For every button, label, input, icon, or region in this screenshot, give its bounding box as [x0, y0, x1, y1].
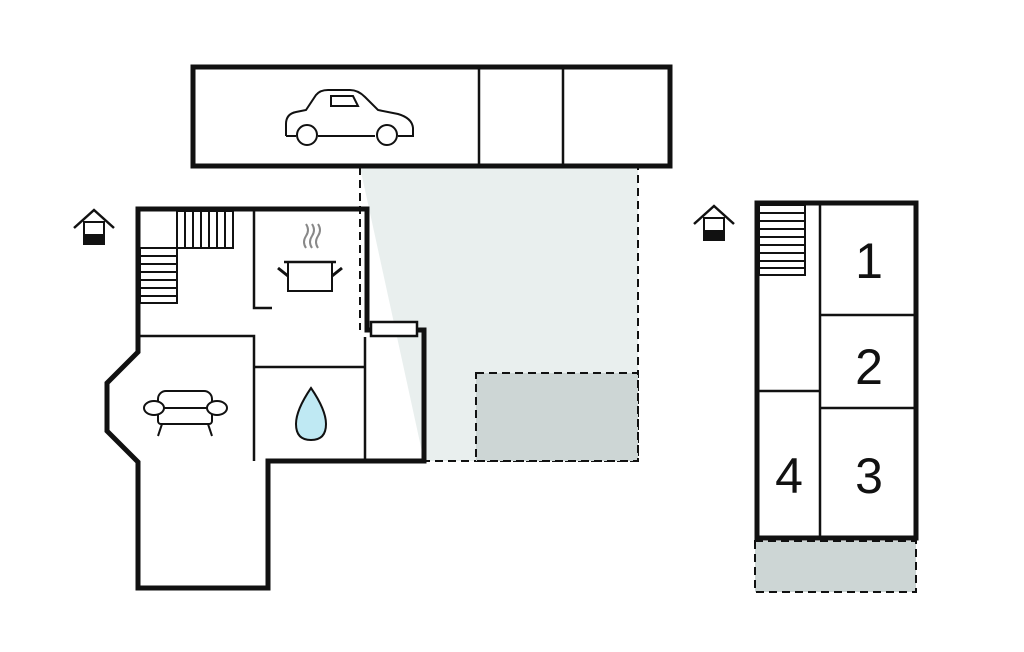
upper-floor — [754, 200, 919, 593]
car-icon — [285, 89, 414, 146]
house-entrance-icon — [693, 204, 735, 241]
room-label-4: 4 — [775, 448, 803, 504]
cooking-pot-icon — [277, 223, 343, 292]
outdoor-area-terrace — [475, 372, 639, 462]
room-label-3: 3 — [855, 448, 883, 504]
house-entrance-icon — [73, 208, 115, 245]
room-label-2: 2 — [855, 339, 883, 395]
room-label-1: 1 — [855, 233, 883, 289]
stairs-icon — [139, 210, 234, 304]
sofa-icon — [143, 390, 228, 437]
stairs-icon — [758, 204, 806, 276]
water-drop-icon — [294, 386, 328, 442]
ground-floor — [104, 206, 427, 591]
garage — [190, 64, 673, 169]
